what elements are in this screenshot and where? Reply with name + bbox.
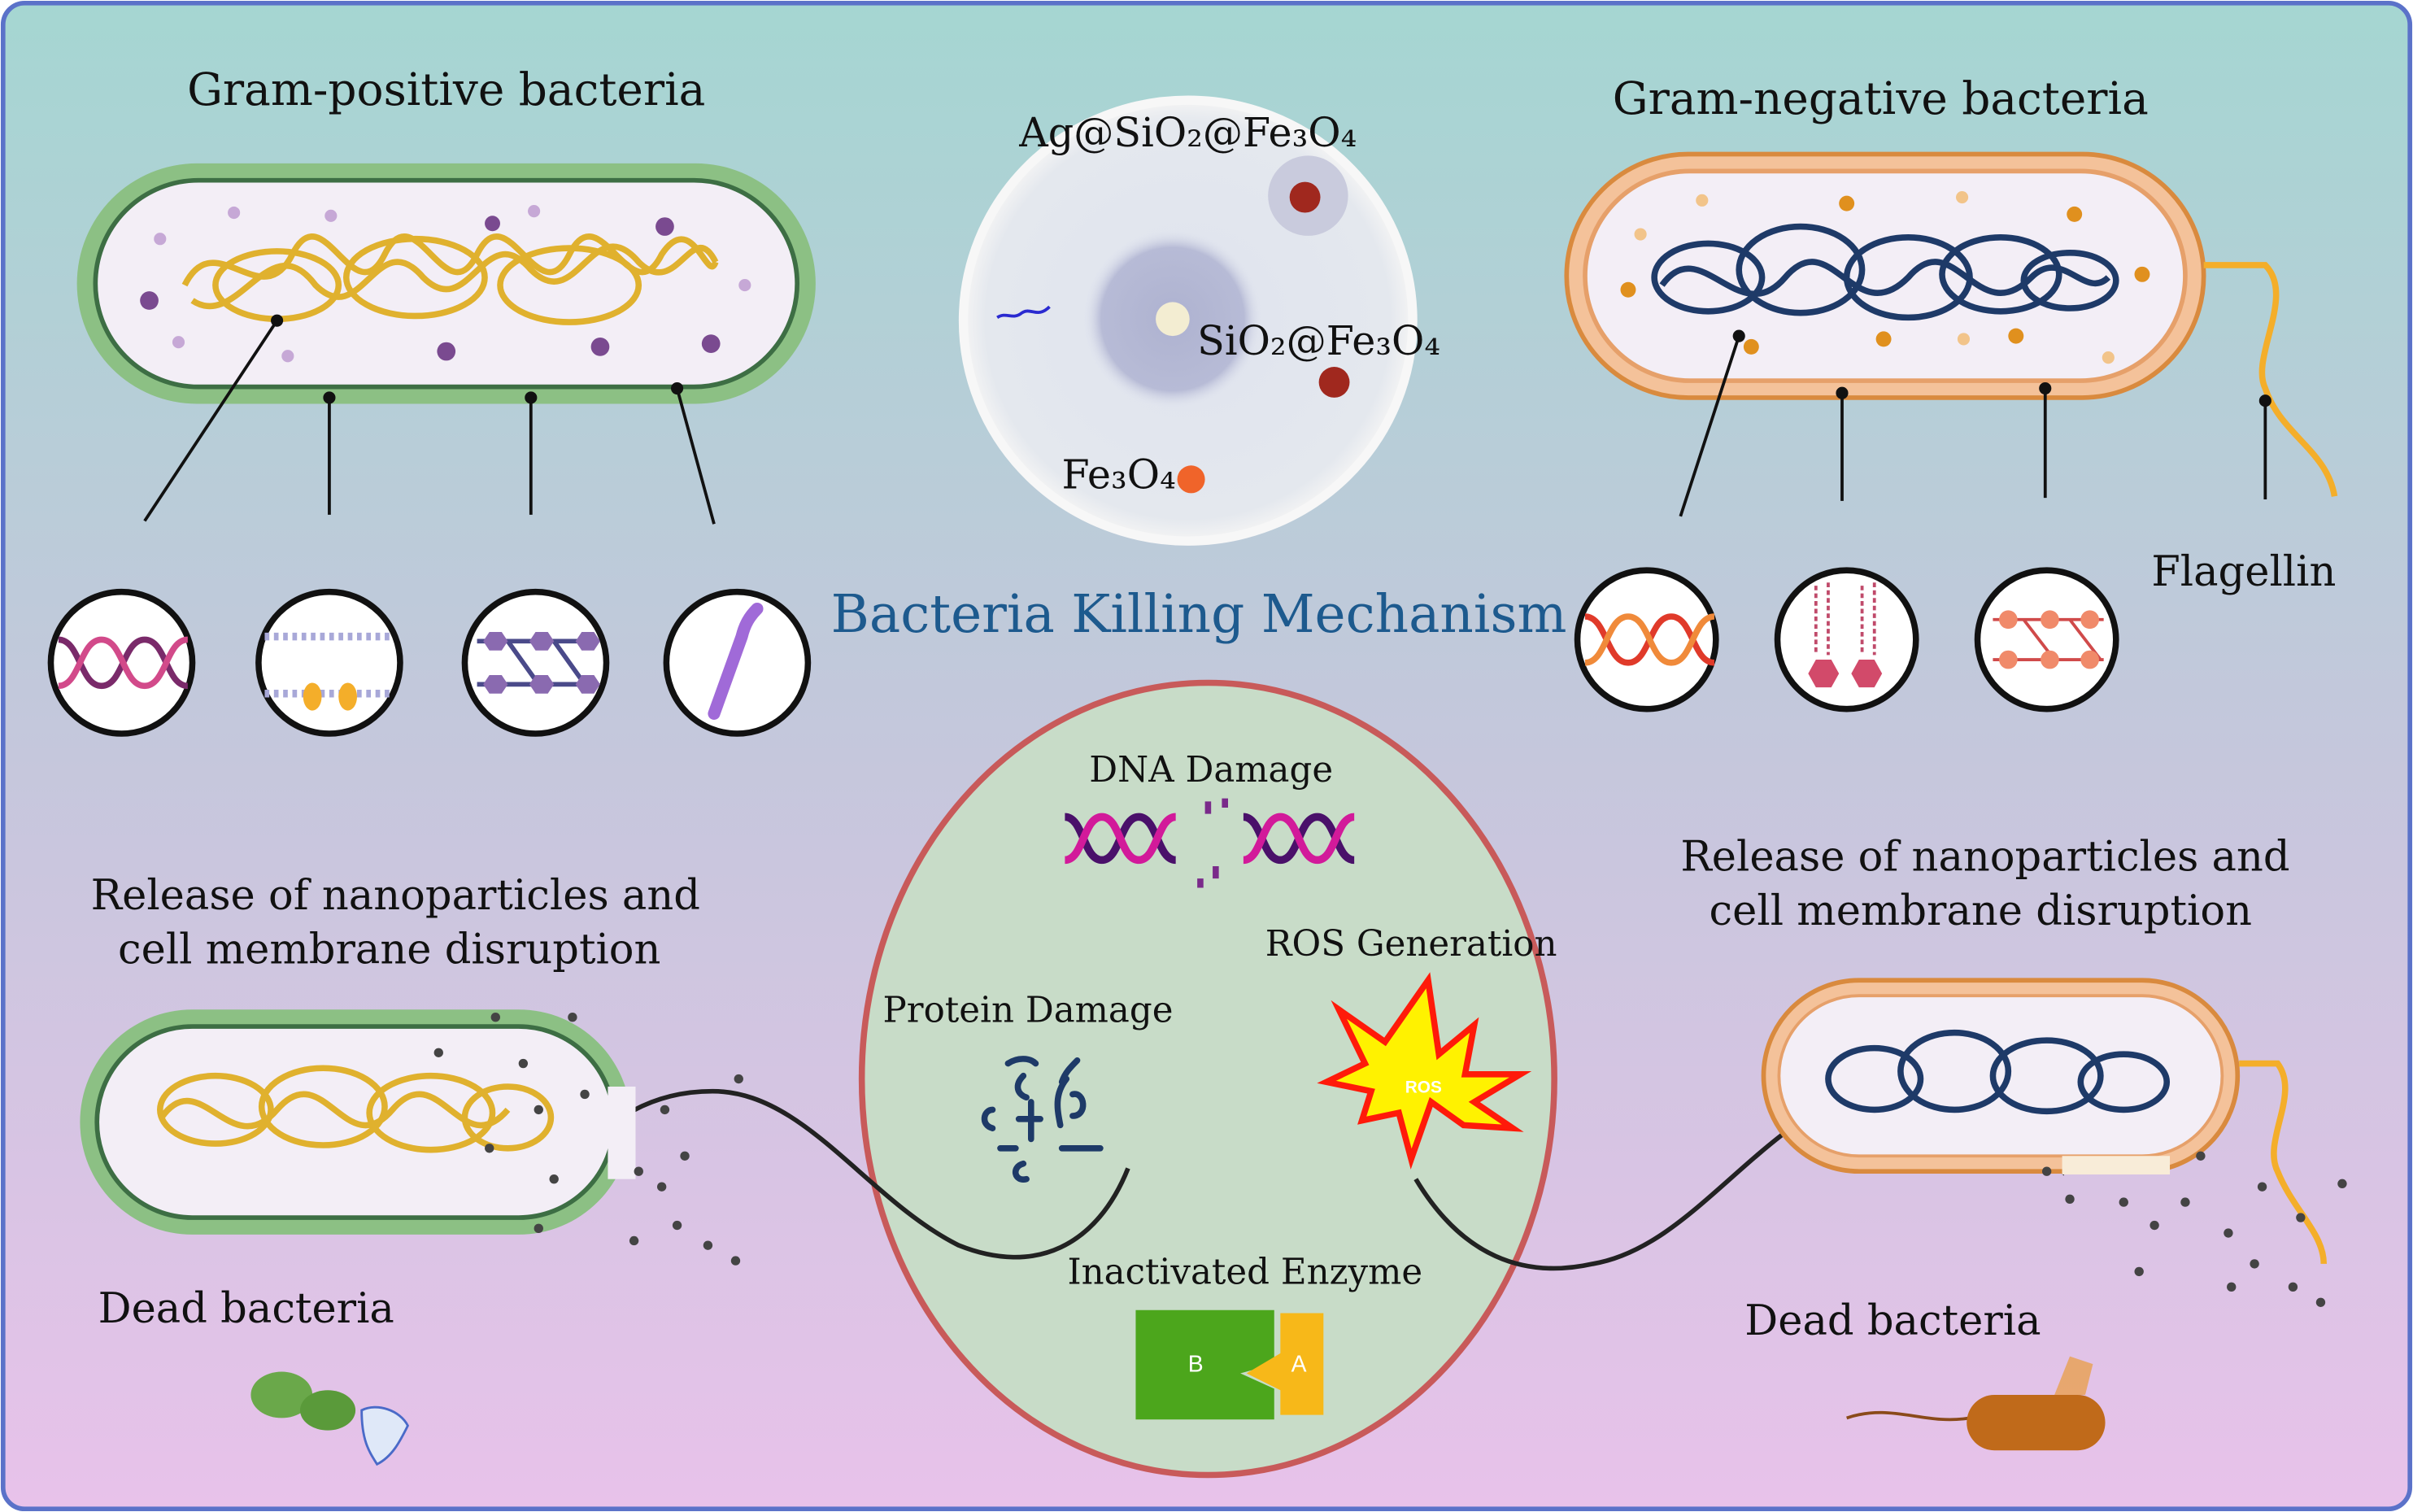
gram-negative-release-line1: Release of nanoparticles and [1680,834,2289,882]
gram-positive-disruption-section: Release of nanoparticles and cell membra… [80,872,743,1466]
gram-negative-section: Gram-negative bacteria Flagellin [1564,72,2338,712]
inactivated-enzyme-icon: B A [1135,1309,1324,1420]
disrupted-gram-positive-dna-icon [157,1065,555,1153]
gram-negative-disruption-section: Release of nanoparticles and cell membra… [1680,834,2347,1451]
sample-label-sio2-fe3o4: SiO₂@Fe₃O₄ [1197,317,1440,364]
ros-generation-label: ROS Generation [1265,924,1557,965]
diagram-title: Bacteria Killing Mechanism [831,584,1567,645]
released-nanoparticles-left [433,1013,743,1266]
flagellum-dead-icon [2239,1060,2328,1265]
gram-positive-dead-label: Dead bacteria [98,1285,394,1333]
sample-label-fe3o4: Fe₃O₄ [1061,451,1175,499]
component-icon-peptidoglycan [461,588,610,737]
ros-burst-icon [1317,972,1532,1170]
gram-negative-release-line2: cell membrane disruption [1710,887,2252,935]
damaged-protein-icon [981,1056,1104,1183]
component-icon-dna-negative [1574,567,1719,712]
gram-positive-release-line1: Release of nanoparticles and [91,872,700,920]
damaged-dna-icon [1064,798,1356,888]
gram-negative-pointer-lines [1679,329,2271,517]
enzyme-subunit-b: B [1188,1352,1204,1378]
sample-label-ag-sio2-fe3o4: Ag@SiO₂@Fe₃O₄ [1018,109,1357,156]
component-icon-membrane [255,588,403,737]
component-icon-teichoic-acid [663,588,812,737]
gram-negative-label: Gram-negative bacteria [1613,72,2149,124]
gram-negative-cell-body [1583,168,2188,383]
gram-positive-release-line2: cell membrane disruption [118,926,660,974]
arrow-to-gram-positive [584,1088,1130,1260]
gram-positive-section: Gram-positive bacteria [47,63,816,737]
released-nanoparticles-right [2041,1151,2347,1307]
dead-bacterium-green-icon [250,1371,410,1466]
gram-negative-dna-icon [1651,223,2119,321]
flagellin-label: Flagellin [2151,548,2336,596]
membrane-rupture-negative [2062,1156,2171,1174]
gram-negative-dead-label: Dead bacteria [1744,1297,2041,1345]
disrupted-gram-negative-dna-icon [1825,1029,2171,1115]
disrupted-gram-negative-body [1777,994,2224,1158]
gram-negative-particles-icon [1620,190,2150,364]
inactivated-enzyme-label: Inactivated Enzyme [1067,1253,1422,1293]
membrane-rupture [608,1086,636,1179]
component-icon-peptidoglycan-negative [1974,567,2119,712]
flagellum-icon [2203,262,2338,497]
petri-dish-photo: Ag@SiO₂@Fe₃O₄ SiO₂@Fe₃O₄ Fe₃O₄ [958,95,1440,546]
ros-badge: ROS [1405,1078,1442,1097]
dead-bacterium-orange-icon [1846,1356,2106,1451]
protein-damage-label: Protein Damage [883,990,1174,1031]
enzyme-subunit-a: A [1291,1352,1307,1378]
mechanism-panel: DNA Damage ROS Generation ROS Protein Da… [584,679,2067,1479]
component-icon-lipopolysaccharide [1774,567,1919,712]
gram-positive-particles-icon [140,205,751,363]
gram-positive-label: Gram-positive bacteria [187,63,705,115]
dna-damage-label: DNA Damage [1089,750,1333,791]
gram-positive-cell-body [93,177,800,390]
gram-positive-pointer-lines [143,314,716,525]
component-icon-dna [47,588,196,737]
